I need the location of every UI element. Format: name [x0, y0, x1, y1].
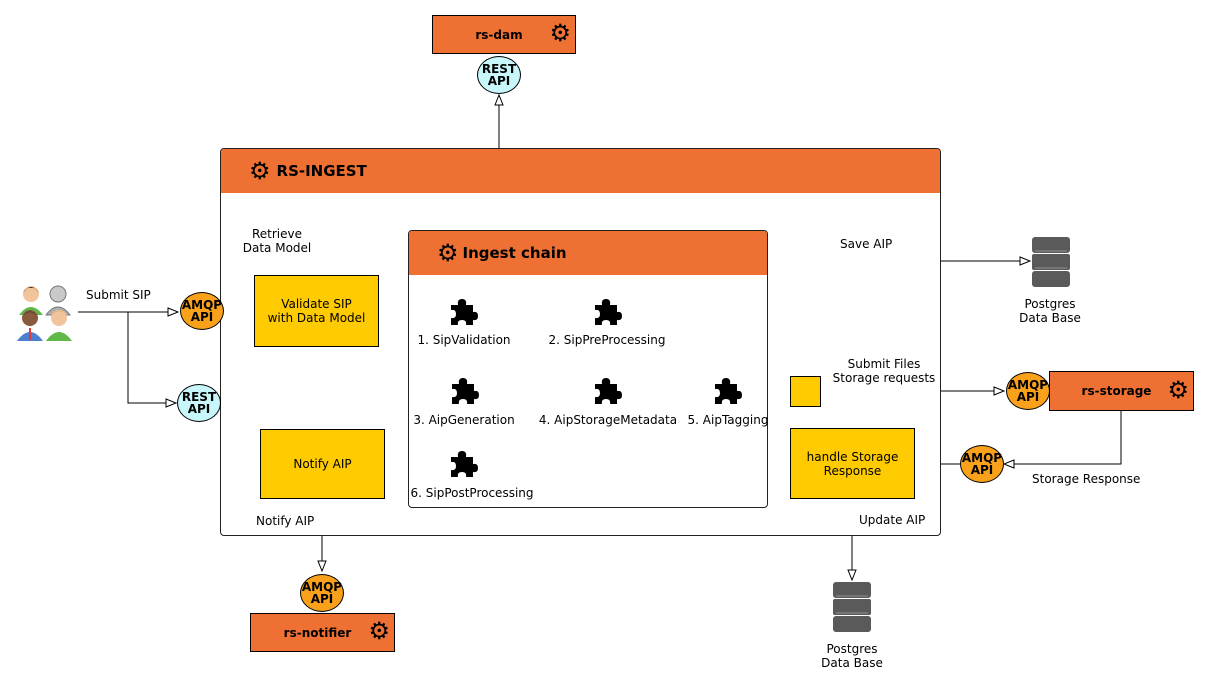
- label-line: Retrieve: [251, 227, 303, 241]
- api-suffix: API: [190, 310, 214, 324]
- database-icon: [833, 582, 871, 632]
- label-notify-aip: Notify AIP: [256, 514, 315, 528]
- gear-icon: ⚙: [249, 157, 271, 185]
- edge-storage-response: [1004, 411, 1122, 464]
- label-submit-sip: Submit SIP: [86, 288, 151, 302]
- label-line: Storage requests: [832, 371, 936, 385]
- puzzle-icon[interactable]: [712, 376, 742, 406]
- store-aip-box[interactable]: [790, 376, 821, 407]
- api-name: AMQP: [301, 580, 343, 594]
- rs-ingest-title: RS-INGEST: [276, 162, 367, 180]
- label-retrieve-data-model: Retrieve Data Model: [238, 227, 316, 255]
- postgres-bottom-label: Postgres Data Base: [802, 642, 902, 670]
- ingest-chain-header: ⚙ Ingest chain: [409, 231, 767, 275]
- label-update-aip: Update AIP: [859, 513, 926, 527]
- validate-sip-box[interactable]: Validate SIP with Data Model: [254, 275, 379, 347]
- amqp-api-ingest[interactable]: AMQP API: [180, 292, 224, 330]
- step-sippostprocessing: 6. SipPostProcessing: [410, 486, 534, 500]
- puzzle-icon[interactable]: [448, 449, 478, 479]
- validate-sip-label-2: with Data Model: [267, 311, 366, 325]
- label-line: Postgres: [1024, 297, 1076, 311]
- puzzle-icon[interactable]: [449, 376, 479, 406]
- rest-api-ingest[interactable]: REST API: [177, 384, 221, 422]
- label-storage-response: Storage Response: [1032, 472, 1141, 486]
- api-name: AMQP: [1007, 378, 1049, 392]
- api-name: REST: [481, 62, 517, 76]
- ingest-chain-title: Ingest chain: [462, 244, 567, 262]
- step-sippreprocessing: 2. SipPreProcessing: [548, 333, 666, 347]
- puzzle-icon[interactable]: [448, 297, 478, 327]
- amqp-api-storage-response[interactable]: AMQP API: [960, 445, 1004, 483]
- step-sipvalidation: 1. SipValidation: [417, 333, 511, 347]
- label-submit-files: Submit Files Storage requests: [826, 357, 942, 385]
- api-suffix: API: [310, 592, 334, 606]
- label-line: Data Base: [821, 656, 883, 670]
- gear-icon: ⚙: [1167, 376, 1189, 404]
- puzzle-icon[interactable]: [592, 297, 622, 327]
- rs-notifier-service[interactable]: rs-notifier ⚙: [250, 613, 395, 652]
- api-suffix: API: [187, 402, 211, 416]
- handle-storage-response-box[interactable]: handle Storage Response: [790, 428, 915, 499]
- edge-submit-sip-rest: [127, 312, 176, 403]
- users-icon: [17, 285, 72, 341]
- rs-storage-label: rs-storage: [1081, 384, 1152, 398]
- gear-icon: ⚙: [437, 239, 459, 267]
- puzzle-icon[interactable]: [592, 376, 622, 406]
- step-aipstoragemetadata: 4. AipStorageMetadata: [538, 413, 678, 427]
- step-aipgeneration: 3. AipGeneration: [413, 413, 515, 427]
- rs-dam-label: rs-dam: [475, 27, 523, 42]
- label-line: Postgres: [826, 642, 878, 656]
- rs-ingest-header: ⚙ RS-INGEST: [221, 149, 940, 193]
- amqp-api-rs-storage[interactable]: AMQP API: [1006, 372, 1050, 410]
- label-line: Submit Files: [847, 357, 921, 371]
- api-suffix: API: [970, 463, 994, 477]
- notify-aip-box[interactable]: Notify AIP: [260, 429, 385, 499]
- api-name: AMQP: [181, 298, 223, 312]
- rest-api-rs-dam[interactable]: REST API: [477, 56, 521, 94]
- notify-aip-label: Notify AIP: [293, 457, 352, 471]
- gear-icon: ⚙: [368, 617, 390, 645]
- validate-sip-label: Validate SIP: [281, 297, 352, 311]
- api-name: REST: [181, 390, 217, 404]
- rs-dam-service[interactable]: rs-dam ⚙: [432, 15, 576, 54]
- postgres-top-label: Postgres Data Base: [1000, 297, 1100, 325]
- gear-icon: ⚙: [549, 19, 571, 47]
- handle-storage-label-2: Response: [823, 463, 882, 478]
- api-suffix: API: [1016, 390, 1040, 404]
- handle-storage-label: handle Storage: [806, 449, 899, 464]
- rs-notifier-label: rs-notifier: [283, 625, 352, 640]
- amqp-api-rs-notifier[interactable]: AMQP API: [300, 574, 344, 612]
- rs-storage-service[interactable]: rs-storage ⚙: [1049, 371, 1194, 411]
- api-suffix: API: [487, 74, 511, 88]
- label-line: Data Model: [242, 241, 312, 255]
- label-save-aip: Save AIP: [840, 237, 893, 251]
- label-line: Data Base: [1019, 311, 1081, 325]
- api-name: AMQP: [961, 451, 1003, 465]
- step-aiptagging: 5. AipTagging: [687, 413, 769, 427]
- database-icon: [1032, 237, 1070, 287]
